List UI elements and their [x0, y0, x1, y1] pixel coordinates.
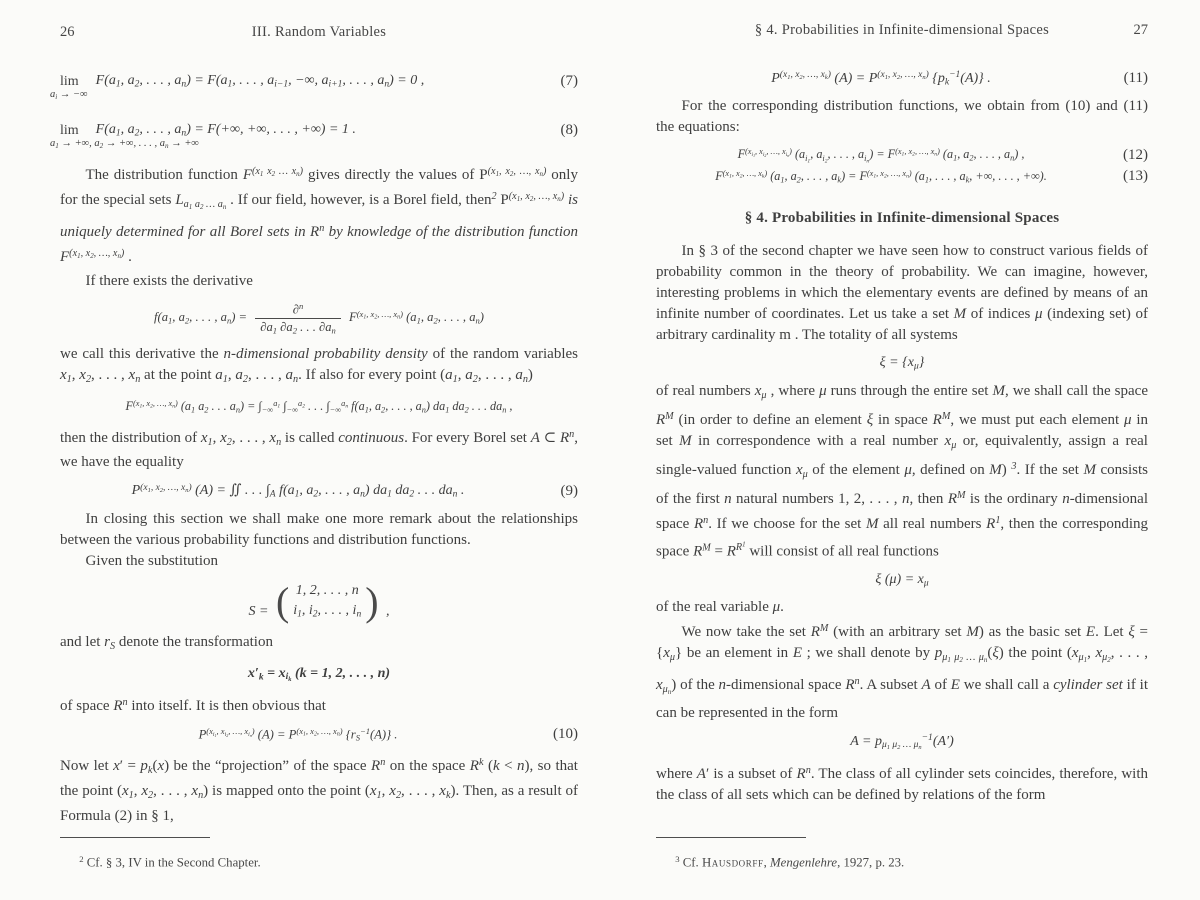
- running-head: § 4. Probabilities in Infinite-dimension…: [754, 22, 1050, 38]
- equation-11: P(x1, x2, …, xk) (A) = P(x1, x2, …, xn) …: [656, 70, 1148, 87]
- equation-body: x′k = xik (k = 1, 2, . . . , n): [247, 665, 391, 684]
- paragraph: Given the substitution: [85, 553, 219, 570]
- page-number: 26: [60, 24, 75, 40]
- equation-xi-mu: ξ (μ) = xμ: [656, 572, 1148, 589]
- equation-transformation: x′k = xik (k = 1, 2, . . . , n): [60, 666, 578, 683]
- footnote-rule: [60, 837, 210, 839]
- equation-number: (11): [1123, 70, 1148, 87]
- footnote: 2 Cf. § 3, IV in the Second Chapter.: [79, 853, 261, 870]
- fraction: ∂n∂a1 ∂a2 . . . ∂an: [255, 301, 341, 336]
- page-header-right: § 4. Probabilities in Infinite-dimension…: [656, 22, 1148, 39]
- equation-13: F(x1, x2, …, xk) (a1, a2, . . . , ak) = …: [656, 168, 1148, 185]
- equation-body: ξ (μ) = xμ: [875, 571, 929, 589]
- paragraph: In closing this section we shall make on…: [60, 511, 578, 549]
- footnote-block: 2 Cf. § 3, IV in the Second Chapter.: [60, 827, 578, 884]
- page-header-left: 26 III. Random Variables: [60, 24, 578, 41]
- section-heading: § 4. Probabilities in Infinite-dimension…: [744, 210, 1060, 227]
- footnote: 3 Cf. Hausdorff, Mengenlehre, 1927, p. 2…: [675, 853, 905, 870]
- running-head: III. Random Variables: [251, 24, 387, 40]
- equation-body: P(x1, x2, …, xn) (A) = ∬ . . . ∫A f(a1, …: [131, 482, 465, 501]
- equation-suffix: ,: [386, 604, 390, 620]
- equation-number: (13): [1123, 168, 1148, 185]
- paragraph: we call this derivative the n-dimensiona…: [60, 346, 579, 386]
- left-paren: (: [275, 579, 290, 625]
- matrix-row: 1, 2, . . . , n: [295, 583, 359, 599]
- denominator: ∂a1 ∂a2 . . . ∂an: [260, 319, 336, 336]
- equation-xi: ξ = {xμ}: [656, 355, 1148, 372]
- equation-body: F(x1, x2, …, xk) (a1, a2, . . . , ak) = …: [715, 169, 1047, 185]
- paragraph: In § 3 of the second chapter we have see…: [656, 243, 1149, 344]
- equation-body: F(xi1, xi2, …, xin) (ai1, ai2, . . . , a…: [737, 147, 1025, 165]
- paragraph: For the corresponding distribution funct…: [656, 98, 1148, 136]
- paragraph: of the real variable μ.: [656, 599, 784, 616]
- equation-lhs: S =: [248, 604, 269, 620]
- page-number: 27: [1133, 22, 1149, 38]
- equation-number: (12): [1123, 147, 1148, 164]
- equation-number: (10): [553, 726, 578, 743]
- equation-number: (7): [560, 73, 579, 89]
- paragraph: then the distribution of x1, x2, . . . ,…: [60, 428, 578, 471]
- equation-body: P(x1, x2, …, xk) (A) = P(x1, x2, …, xn) …: [771, 70, 991, 88]
- paragraph: If there exists the derivative: [85, 272, 253, 289]
- equation-body: P(xi1, xi2, …, xin) (A) = P(x1, x2, …, x…: [198, 726, 398, 744]
- equation-rhs: F(x1, x2, …, xn) (a1, a2, . . . , an): [348, 308, 484, 326]
- paragraph: The distribution function F(x1 x2 … xn) …: [60, 166, 579, 266]
- paragraph: and let rS denote the transformation: [60, 633, 273, 652]
- equation-body: F(x1, x2, …, xn) (a1 a2 . . . an) = ∫−∞a…: [125, 399, 513, 415]
- lim-word: lim: [60, 122, 79, 138]
- paragraph: where A′ is a subset of Rn. The class of…: [656, 765, 1148, 804]
- lim-word: lim: [60, 73, 79, 89]
- equation-lhs: f(a1, a2, . . . , an) =: [154, 309, 248, 326]
- equation-number: (9): [560, 482, 579, 499]
- equation-cylinder-set: A = pμ1 μ2 … μn−1(A′): [656, 733, 1148, 751]
- footnote-block: 3 Cf. Hausdorff, Mengenlehre, 1927, p. 2…: [656, 827, 1148, 884]
- footnote-rule: [656, 837, 806, 839]
- paragraph: of real numbers xμ , where μ runs throug…: [656, 383, 1149, 560]
- numerator: ∂n: [255, 301, 341, 319]
- equation-body: A = pμ1 μ2 … μn−1(A′): [850, 732, 954, 752]
- matrix: (1, 2, . . . , n i1, i2, . . . , in): [276, 581, 379, 623]
- paragraph: of space Rn into itself. It is then obvi…: [60, 697, 326, 715]
- lim-condition: a1 → +∞, a2 → +∞, . . . , an → +∞: [50, 137, 199, 150]
- page-27: § 4. Probabilities in Infinite-dimension…: [600, 0, 1200, 900]
- equation-body: F(a1, a2, . . . , an) = F(a1, . . . , ai…: [95, 73, 425, 90]
- paragraph: Now let x′ = pk(x) be the “projection” o…: [60, 757, 579, 825]
- paragraph: We now take the set RM (with an arbitrar…: [656, 623, 1149, 721]
- equation-9: P(x1, x2, …, xn) (A) = ∬ . . . ∫A f(a1, …: [60, 482, 578, 500]
- equation-body: f(a1, a2, . . . , an) = ∂n∂a1 ∂a2 . . . …: [60, 301, 578, 336]
- equation-12: F(xi1, xi2, …, xin) (ai1, ai2, . . . , a…: [656, 147, 1148, 164]
- equation-integral: F(x1, x2, …, xn) (a1 a2 . . . an) = ∫−∞a…: [60, 399, 578, 414]
- equation-body: ξ = {xμ}: [879, 355, 925, 373]
- lim-condition: ai → −∞: [50, 88, 88, 101]
- right-paren: ): [365, 579, 379, 625]
- equation-number: (8): [560, 122, 579, 138]
- matrix-row: i1, i2, . . . , in: [293, 603, 362, 621]
- equation-body: F(a1, a2, . . . , an) = F(+∞, +∞, . . . …: [95, 122, 356, 139]
- equation-10: P(xi1, xi2, …, xin) (A) = P(x1, x2, …, x…: [60, 726, 578, 743]
- equation-density: f(a1, a2, . . . , an) = ∂n∂a1 ∂a2 . . . …: [60, 301, 578, 336]
